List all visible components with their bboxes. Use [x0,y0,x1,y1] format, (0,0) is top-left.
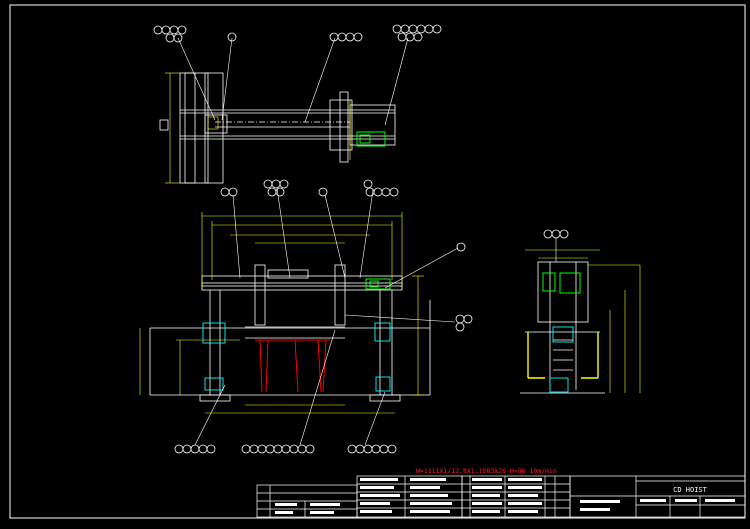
side-view-support [527,332,599,379]
front-elevation-columns [202,322,391,392]
hoist-spec-text: W=1111X1/12.8X1.1563X26 H=86 10m/min [416,467,557,475]
sheet-border [9,4,746,519]
title-block [256,475,746,518]
title-block-cell-marks [275,478,735,514]
plan-view-motor [356,131,386,147]
plan-view-dims [165,72,351,184]
front-elevation-supports [255,339,330,393]
front-elevation-trolley [365,278,391,290]
side-view-dims [525,249,641,393]
side-view-columns [549,326,574,393]
plan-view [159,72,396,184]
front-elevation-dims [139,212,424,414]
front-elevation-leaders [194,187,459,446]
plan-view-leaders [177,37,409,126]
side-view-frame [520,261,605,394]
drawing-title: CD HOIST [673,486,708,494]
side-view-trolley [542,272,581,294]
circle-callout-icon [153,24,569,454]
front-elevation-frame [149,264,431,402]
